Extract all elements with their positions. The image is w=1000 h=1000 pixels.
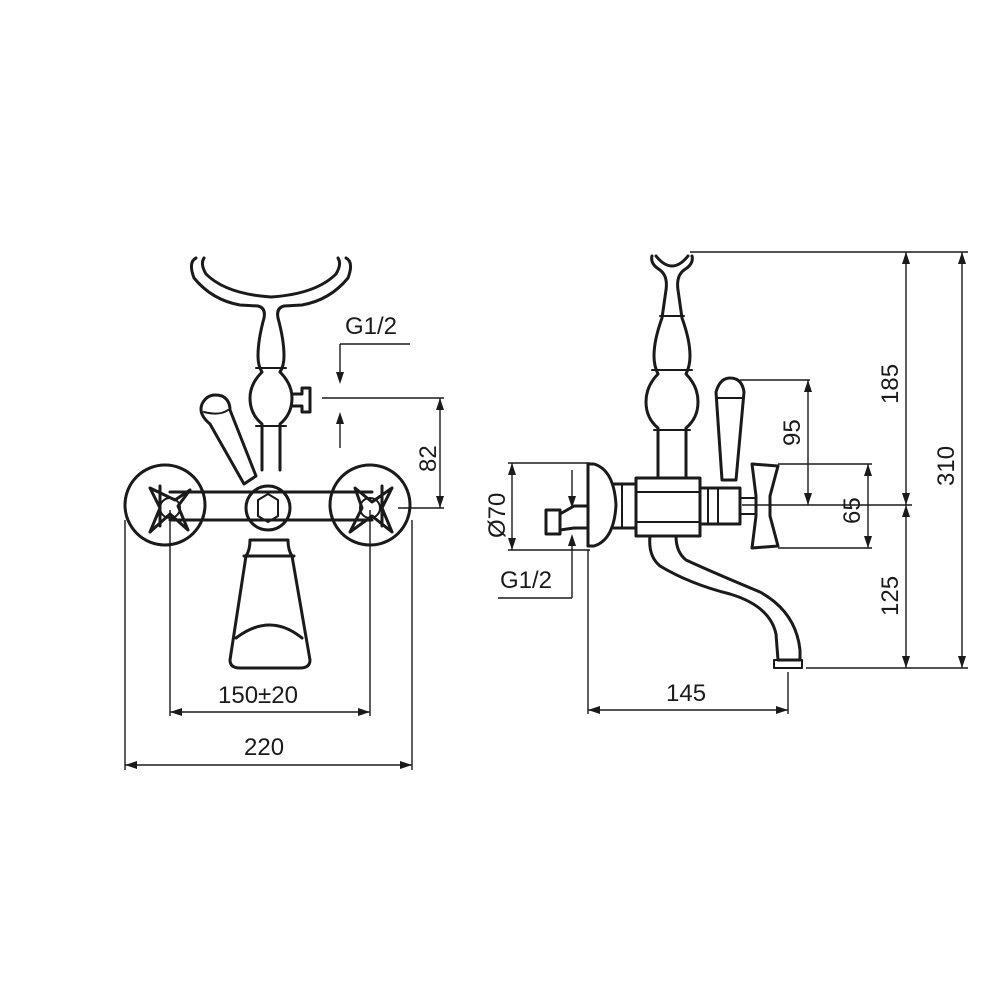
diverter-knob <box>290 386 312 414</box>
side-310-label: 310 <box>933 446 960 486</box>
side-145-label: 145 <box>666 680 706 707</box>
side-125-label: 125 <box>877 576 904 616</box>
side-spout <box>648 534 802 662</box>
front-220-label: 220 <box>244 734 284 761</box>
side-g12-label: G1/2 <box>500 567 552 594</box>
side-stem <box>644 302 700 478</box>
front-view <box>123 256 412 670</box>
side-65-label: 65 <box>839 497 866 524</box>
lever-handle <box>199 393 258 486</box>
left-flange <box>123 463 207 547</box>
side-lever <box>714 376 746 482</box>
side-dimensions: Ø70 G1/2 145 95 65 <box>484 251 968 714</box>
side-o70-label: Ø70 <box>484 493 511 538</box>
side-cross-handle <box>698 462 780 550</box>
side-view <box>544 254 803 669</box>
side-body <box>634 476 702 538</box>
front-stem <box>248 316 294 472</box>
front-dimensions: G1/2 82 150±20 220 <box>124 313 444 770</box>
shower-cradle <box>189 256 353 320</box>
front-150-label: 150±20 <box>218 682 298 709</box>
side-flange <box>586 462 638 548</box>
front-g12-label: G1/2 <box>345 313 397 340</box>
side-cradle <box>650 254 694 306</box>
side-95-label: 95 <box>779 419 806 446</box>
front-spout <box>228 538 312 670</box>
side-185-label: 185 <box>877 364 904 404</box>
inlet-connector <box>544 504 590 536</box>
central-nut <box>244 484 292 532</box>
front-82-label: 82 <box>415 445 442 472</box>
